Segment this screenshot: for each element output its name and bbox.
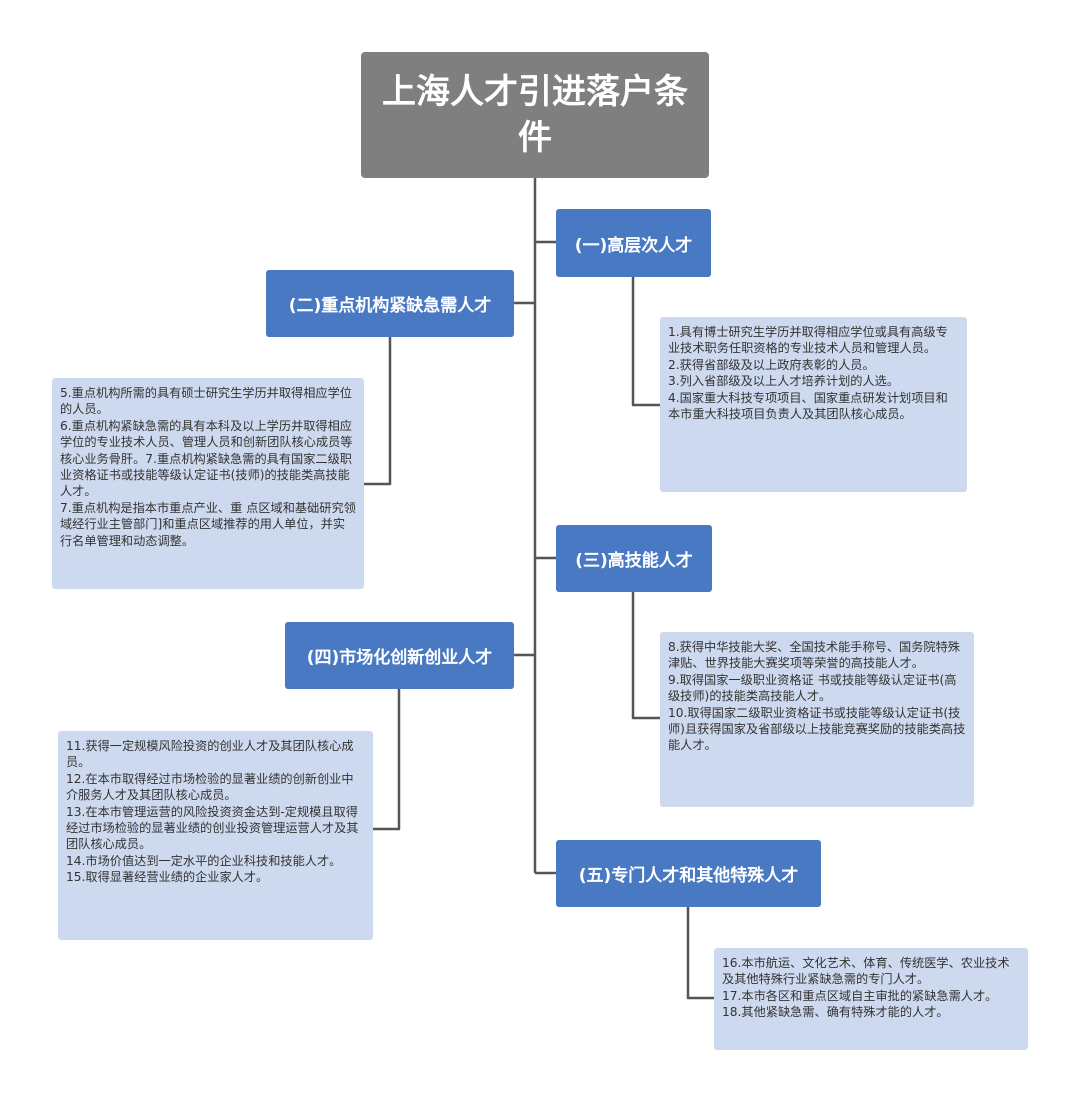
category-special-talent: (五)专门人才和其他特殊人才 [556,840,821,907]
detail-item: 18.其他紧缺急需、确有特殊才能的人才。 [722,1005,949,1020]
detail-high-level-talent: 1.具有博士研究生学历并取得相应学位或具有高级专业技术职务任职资格的专业技术人员… [660,317,967,492]
category-high-skill-talent: (三)高技能人才 [556,525,712,592]
detail-item: 14.市场价值达到一定水平的企业科技和技能人才。 [66,853,342,868]
elbow-c3-d3 [631,592,660,720]
detail-key-institution-talent: 5.重点机构所需的具有硕士研究生学历并取得相应学位的人员。 6.重点机构紧缺急需… [52,378,364,589]
detail-item: 10.取得国家二级职业资格证书或技能等级认定证书(技师)且获得国家及省部级以上技… [668,705,966,753]
detail-item: 7.重点机构是指本市重点产业、重 点区域和基础研究领域经行业主管部门]和重点区域… [60,500,356,548]
detail-item: 9.取得国家一级职业资格证 书或技能等级认定证书(高级技师)的技能类高技能人才。 [668,672,957,704]
category-innovation-entrepreneur-talent: (四)市场化创新创业人才 [285,622,514,689]
detail-item: 11.获得一定规模风险投资的创业人才及其团队核心成员。 [66,739,354,770]
detail-item: 1.具有博士研究生学历并取得相应学位或具有高级专业技术职务任职资格的专业技术人员… [668,325,948,356]
detail-item: 6.重点机构紧缺急需的具有本科及以上学历并取得相应学位的专业技术人员、管理人员和… [60,418,353,499]
detail-item: 13.在本市管理运营的风险投资资金达到-定规模且取得经过市场检验的显著业绩的创业… [66,804,359,852]
elbow-c4-d4 [373,689,401,831]
detail-item: 17.本市各区和重点区域自主审批的紧缺急需人才。 [722,988,998,1003]
detail-item: 3.列入省部级及以上人才培养计划的人选。 [668,374,900,389]
detail-item: 15.取得显著经营业绩的企业家人才。 [66,870,269,885]
category-key-institution-talent: (二)重点机构紧缺急需人才 [266,270,514,337]
detail-special-talent: 16.本市航运、文化艺术、体育、传统医学、农业技术及其他特殊行业紧缺急需的专门人… [714,948,1028,1050]
elbow-c1-d1 [631,277,660,407]
detail-item: 16.本市航运、文化艺术、体育、传统医学、农业技术及其他特殊行业紧缺急需的专门人… [722,956,1010,987]
category-high-level-talent: (一)高层次人才 [556,209,711,277]
diagram-title: 上海人才引进落户条件 [361,52,709,178]
detail-item: 2.获得省部级及以上政府表彰的人员。 [668,357,875,372]
elbow-c2-d2 [364,337,392,486]
detail-innovation-entrepreneur-talent: 11.获得一定规模风险投资的创业人才及其团队核心成员。 12.在本市取得经过市场… [58,731,373,940]
detail-item: 4.国家重大科技专项项目、国家重点研发计划项目和本市重大科技项目负责人及其团队核… [668,390,948,422]
detail-item: 12.在本市取得经过市场检验的显著业绩的创新创业中介服务人才及其团队核心成员。 [66,771,354,803]
detail-item: 5.重点机构所需的具有硕士研究生学历并取得相应学位的人员。 [60,386,352,417]
detail-item: 8.获得中华技能大奖、全国技术能手称号、国务院特殊津贴、世界技能大赛奖项等荣誉的… [668,640,960,671]
detail-high-skill-talent: 8.获得中华技能大奖、全国技术能手称号、国务院特殊津贴、世界技能大赛奖项等荣誉的… [660,632,974,807]
elbow-c5-d5 [686,907,714,1000]
